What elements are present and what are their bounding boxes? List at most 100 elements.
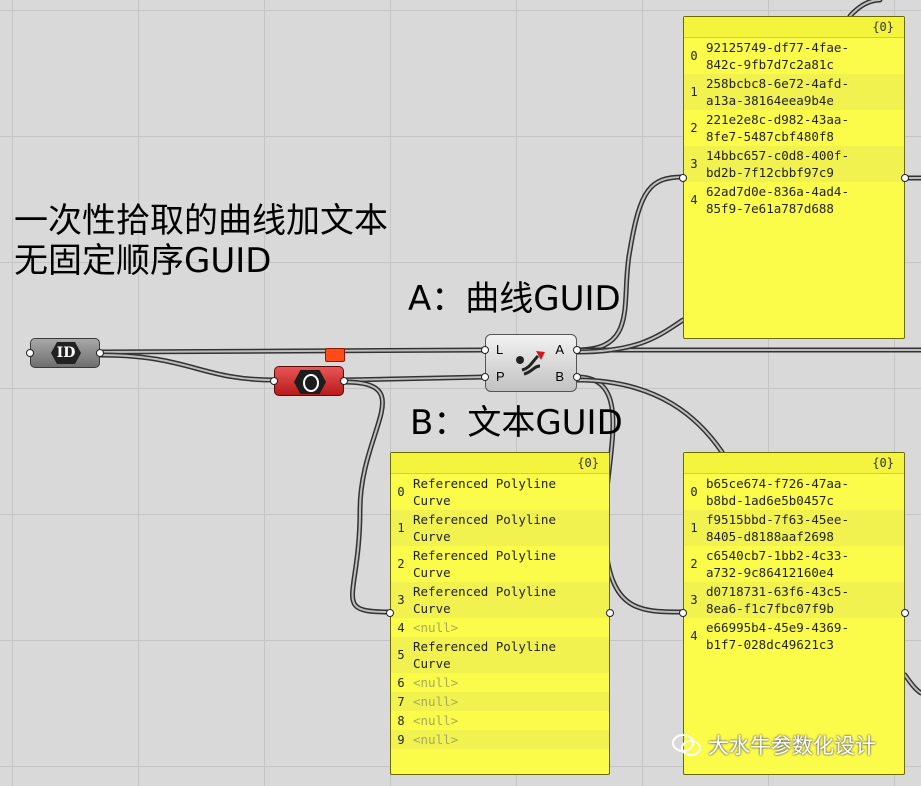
row-value: <null> xyxy=(413,713,459,728)
panel-header: {0} xyxy=(684,17,904,38)
panel-row: 0 92125749-df77-4fae- 842c-9fb7d7c2a81c xyxy=(684,38,904,74)
watermark: 大水牛参数化设计 xyxy=(672,730,876,760)
curve-input-port[interactable] xyxy=(270,377,278,385)
row-index: 9 xyxy=(397,732,405,747)
curve-param-icon xyxy=(294,370,326,394)
wire-guid-to-red xyxy=(97,352,277,383)
panel-row: 8<null> xyxy=(391,711,609,730)
row-index: 2 xyxy=(397,557,405,571)
row-value: b65ce674-f726-47aa- b8bd-1ad6e5b0457c xyxy=(706,476,849,508)
row-index: 1 xyxy=(690,85,698,99)
row-index: 1 xyxy=(397,521,405,535)
annotation-line-2: 无固定顺序GUID xyxy=(14,241,272,281)
row-index: 4 xyxy=(690,193,698,207)
row-index: 2 xyxy=(690,557,698,571)
curve-parameter[interactable] xyxy=(270,366,348,396)
row-index: 4 xyxy=(397,620,405,635)
row-value: c6540cb7-1bb2-4c33- a732-9c86412160e4 xyxy=(706,548,849,580)
row-index: 3 xyxy=(397,593,405,607)
row-value: Referenced Polyline Curve xyxy=(413,548,556,580)
row-value: 258bcbc8-6e72-4afd- a13a-38164eea9b4e xyxy=(706,76,849,108)
input-p-port[interactable] xyxy=(481,373,489,381)
wire-b-up-right xyxy=(574,377,725,455)
warning-flag-icon xyxy=(325,348,345,362)
wire-red-to-panel xyxy=(341,379,393,615)
annotation-line-1: 一次性拾取的曲线加文本 xyxy=(14,201,388,241)
panel-header: {0} xyxy=(391,453,609,474)
row-index: 7 xyxy=(397,694,405,709)
row-index: 3 xyxy=(690,157,698,171)
row-value: <null> xyxy=(413,620,459,635)
panel-row: 2 Referenced Polyline Curve xyxy=(391,546,609,582)
annotation-label-b: B：文本GUID xyxy=(410,403,623,443)
wire-a-to-panel xyxy=(574,174,686,353)
panel-header: {0} xyxy=(684,453,904,474)
panel-row: 5 Referenced Polyline Curve xyxy=(391,637,609,673)
panel-row: 1 f9515bbd-7f63-45ee- 8405-d8188aaf2698 xyxy=(684,510,904,546)
row-value: 14bbc657-c0d8-400f- bd2b-7f12cbbf97c9 xyxy=(706,148,849,180)
split-component[interactable]: L P A B xyxy=(481,334,581,392)
row-value: 221e2e8c-d982-43aa- 8fe7-5487cbf480f8 xyxy=(706,112,849,144)
panel-row: 0 b65ce674-f726-47aa- b8bd-1ad6e5b0457c xyxy=(684,474,904,510)
row-value: Referenced Polyline Curve xyxy=(413,584,556,616)
row-index: 4 xyxy=(690,629,698,643)
row-index: 3 xyxy=(690,593,698,607)
wire-guid-to-l xyxy=(97,347,488,355)
watermark-text: 大水牛参数化设计 xyxy=(708,734,876,758)
panel-row: 4 <null> xyxy=(391,618,609,637)
row-value: d0718731-63f6-43c5- 8ea6-f1c7fbc07f9b xyxy=(706,584,849,616)
panel-row: 6 <null> xyxy=(391,673,609,692)
output-a-label: A xyxy=(555,342,564,357)
row-value: <null> xyxy=(413,675,459,690)
row-index: 2 xyxy=(690,121,698,135)
guid-input-port[interactable] xyxy=(26,349,34,357)
row-index: 5 xyxy=(397,648,405,662)
panel-row: 2 c6540cb7-1bb2-4c33- a732-9c86412160e4 xyxy=(684,546,904,582)
row-value: Referenced Polyline Curve xyxy=(413,476,556,508)
input-l-port[interactable] xyxy=(481,346,489,354)
wire-a-up xyxy=(574,317,686,355)
row-value: <null> xyxy=(413,732,459,747)
row-value: 92125749-df77-4fae- 842c-9fb7d7c2a81c xyxy=(706,40,849,72)
row-index: 6 xyxy=(397,675,405,690)
panel-row: 3 Referenced Polyline Curve xyxy=(391,582,609,618)
row-value: Referenced Polyline Curve xyxy=(413,639,556,671)
panel-output-port[interactable] xyxy=(901,609,909,617)
panel-output-port[interactable] xyxy=(606,609,614,617)
row-index: 1 xyxy=(690,521,698,535)
guid-output-port[interactable] xyxy=(96,349,104,357)
output-a-port[interactable] xyxy=(573,346,581,354)
input-p-label: P xyxy=(496,369,505,384)
row-index: 0 xyxy=(690,49,698,63)
guid-parameter[interactable]: ID xyxy=(26,338,104,368)
panel-input-port[interactable] xyxy=(679,609,687,617)
panel-row: 2 221e2e8c-d982-43aa- 8fe7-5487cbf480f8 xyxy=(684,110,904,146)
panel-text-guids[interactable]: {0} 0 b65ce674-f726-47aa- b8bd-1ad6e5b045… xyxy=(679,452,909,775)
panel-curve-guids[interactable]: {0} 0 92125749-df77-4fae- 842c-9fb7d7c2a8… xyxy=(679,16,909,339)
panel-input-port[interactable] xyxy=(679,174,687,182)
panel-row: 7<null> xyxy=(391,692,609,711)
panel-input-port[interactable] xyxy=(386,609,394,617)
row-index: 0 xyxy=(690,485,698,499)
panel-output-port[interactable] xyxy=(901,174,909,182)
annotation-label-a: A：曲线GUID xyxy=(408,279,621,319)
wechat-icon xyxy=(672,734,701,756)
output-b-label: B xyxy=(555,369,564,384)
dispatch-icon xyxy=(516,351,545,376)
panel-row: 9 <null> xyxy=(391,730,609,749)
curve-output-port[interactable] xyxy=(340,377,348,385)
row-value: Referenced Polyline Curve xyxy=(413,512,556,544)
panel-row: 1 Referenced Polyline Curve xyxy=(391,510,609,546)
panel-row: 3 14bbc657-c0d8-400f- bd2b-7f12cbbf97c9 xyxy=(684,146,904,182)
panel-row: 1 258bcbc8-6e72-4afd- a13a-38164eea9b4e xyxy=(684,74,904,110)
output-b-port[interactable] xyxy=(573,373,581,381)
row-value: f9515bbd-7f63-45ee- 8405-d8188aaf2698 xyxy=(706,512,849,544)
